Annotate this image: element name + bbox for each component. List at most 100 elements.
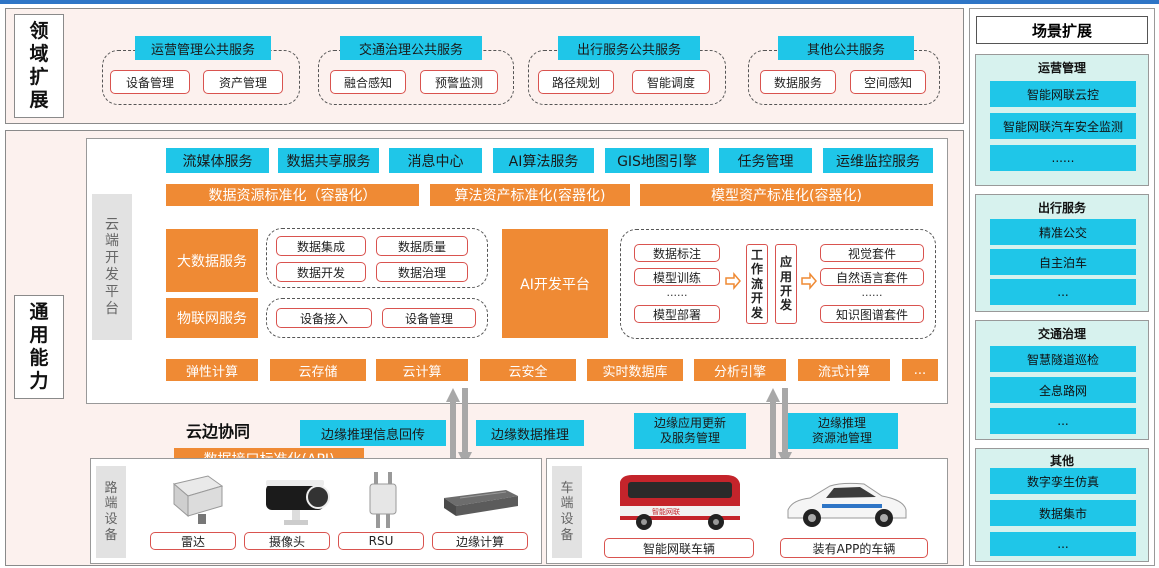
ai-suite: 自然语言套件 <box>820 268 924 286</box>
app-dev-box <box>775 244 797 324</box>
scenario-item: 智能网联云控 <box>990 81 1136 107</box>
domain-item: 预警监测 <box>420 70 498 94</box>
vehicle-title: 车 端 设 备 <box>552 466 582 558</box>
radar-icon <box>168 474 228 526</box>
domain-item: 空间感知 <box>850 70 926 94</box>
edge-compute-icon <box>440 484 520 520</box>
standardization-data-resources: 数据资源标准化（容器化） <box>166 184 419 206</box>
standardization-algorithm-assets: 算法资产标准化(容器化) <box>430 184 630 206</box>
scenario-item: ... <box>990 532 1136 556</box>
bus-decal: 智能网联 <box>652 507 680 516</box>
domain-item: 设备管理 <box>110 70 190 94</box>
workflow-dev-box <box>746 244 768 324</box>
service-task-management: 任务管理 <box>719 148 812 173</box>
service-data-sharing: 数据共享服务 <box>278 148 379 173</box>
standardization-model-assets: 模型资产标准化(容器化) <box>640 184 933 206</box>
device-label-radar: 雷达 <box>150 532 236 550</box>
big-data-group <box>266 228 488 288</box>
service-gis-engine: GIS地图引擎 <box>605 148 709 173</box>
ai-suite-ellipsis: ······ <box>861 289 883 302</box>
domain-group-operations-title: 运营管理公共服务 <box>135 36 271 60</box>
big-data-item: 数据治理 <box>376 262 468 282</box>
edge-data-inference: 边缘数据推理 <box>476 420 584 446</box>
domain-item: 资产管理 <box>203 70 283 94</box>
scenario-item: ... <box>990 279 1136 305</box>
bidirectional-arrow-icon <box>445 386 473 468</box>
device-label-rsu: RSU <box>338 532 424 550</box>
domain-expansion-title-box <box>14 14 64 118</box>
ai-step-ellipsis: ······ <box>666 289 688 302</box>
cloud-dev-platform-title: 云 端 开 发 平 台 <box>92 194 132 340</box>
domain-group-other-title: 其他公共服务 <box>778 36 914 60</box>
rsu-icon <box>364 470 402 530</box>
general-capability-title: 通 用 能 力 <box>29 301 49 392</box>
infra-elastic-compute: 弹性计算 <box>166 359 258 381</box>
ai-pipeline-group <box>620 229 936 339</box>
edge-resource-pool: 边缘推理 资源池管理 <box>786 413 898 449</box>
domain-expansion-title: 领 域 扩 展 <box>29 20 49 111</box>
camera-icon <box>262 476 340 528</box>
iot-item: 设备管理 <box>382 308 476 328</box>
scenario-item: 数据集市 <box>990 500 1136 526</box>
infra-realtime-db: 实时数据库 <box>587 359 683 381</box>
edge-app-update: 边缘应用更新 及服务管理 <box>634 413 746 449</box>
domain-item: 智能调度 <box>632 70 710 94</box>
general-capability-title-box <box>14 295 64 399</box>
big-data-service: 大数据服务 <box>166 229 258 292</box>
service-message-center: 消息中心 <box>389 148 482 173</box>
domain-item: 数据服务 <box>760 70 836 94</box>
autonomous-bus-icon: 智能网联 <box>614 472 744 532</box>
cloud-edge-title: 云边协同 <box>186 422 251 441</box>
infra-more: ... <box>902 359 938 381</box>
arrow-right-icon <box>800 271 818 291</box>
scenario-item: 数字孪生仿真 <box>990 468 1136 494</box>
big-data-item: 数据集成 <box>276 236 366 256</box>
infra-cloud-compute: 云计算 <box>376 359 468 381</box>
scenario-item: 自主泊车 <box>990 249 1136 275</box>
domain-item: 融合感知 <box>330 70 406 94</box>
scenario-item: ...... <box>990 145 1136 171</box>
bidirectional-arrow-icon <box>765 386 793 468</box>
service-ai-algorithm: AI算法服务 <box>493 148 594 173</box>
ai-step: 模型部署 <box>634 305 720 323</box>
device-label-smart-bus: 智能网联车辆 <box>604 538 754 558</box>
scenario-item: 全息路网 <box>990 377 1136 403</box>
ai-suite: 视觉套件 <box>820 244 924 262</box>
scenario-group-title: 交通治理 <box>1037 327 1086 341</box>
domain-item: 路径规划 <box>538 70 614 94</box>
scenario-group-title: 出行服务 <box>1037 201 1086 215</box>
scenario-expansion-title: 场景扩展 <box>976 16 1148 44</box>
scenario-item: 智慧隧道巡检 <box>990 346 1136 372</box>
app-dev-label: 应 用 开 发 <box>779 255 792 313</box>
device-label-app-vehicle: 装有APP的车辆 <box>780 538 928 558</box>
sedan-car-icon <box>782 476 912 532</box>
device-label-edge-compute: 边缘计算 <box>432 532 528 550</box>
domain-group-traffic-title: 交通治理公共服务 <box>340 36 482 60</box>
iot-group <box>266 298 488 338</box>
big-data-item: 数据质量 <box>376 236 468 256</box>
ai-suite: 知识图谱套件 <box>820 305 924 323</box>
iot-service: 物联网服务 <box>166 298 258 338</box>
service-streaming: 流媒体服务 <box>166 148 269 173</box>
device-label-camera: 摄像头 <box>244 532 330 550</box>
scenario-group-title: 其他 <box>1049 454 1074 468</box>
domain-group-travel-title: 出行服务公共服务 <box>558 36 700 60</box>
service-ops-monitoring: 运维监控服务 <box>823 148 933 173</box>
top-border <box>0 0 1159 4</box>
iot-item: 设备接入 <box>276 308 372 328</box>
ai-step: 数据标注 <box>634 244 720 262</box>
infra-stream-compute: 流式计算 <box>798 359 890 381</box>
arrow-right-icon <box>724 271 742 291</box>
scenario-group-title: 运营管理 <box>1037 61 1086 75</box>
scenario-item: 精准公交 <box>990 219 1136 245</box>
ai-step: 模型训练 <box>634 268 720 286</box>
big-data-item: 数据开发 <box>276 262 366 282</box>
infra-cloud-security: 云安全 <box>480 359 576 381</box>
edge-inference-return: 边缘推理信息回传 <box>300 420 446 446</box>
scenario-item: ... <box>990 408 1136 434</box>
infra-analysis-engine: 分析引擎 <box>694 359 786 381</box>
workflow-dev-label: 工 作 流 开 发 <box>750 248 763 320</box>
roadside-title: 路 端 设 备 <box>96 466 126 558</box>
infra-cloud-storage: 云存储 <box>270 359 366 381</box>
ai-dev-platform: AI开发平台 <box>502 229 608 338</box>
